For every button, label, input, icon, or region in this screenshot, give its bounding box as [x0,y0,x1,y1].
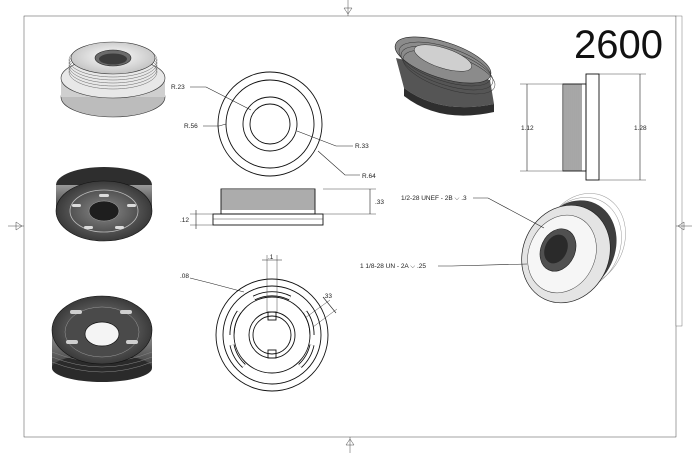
thread-lines [221,190,315,210]
thread-lines-vertical [564,84,582,171]
dim-033-slot: .33 [323,293,332,300]
iso-view-middle-left [55,167,153,242]
centering-mark-bottom [345,437,355,453]
iso-view-right [521,193,626,304]
dim-128-length: 1.28 [634,125,647,132]
thread-callouts: 1/2-28 UNEF - 2B ⌵ .3 1 1/8-28 UN - 2A ⌵… [360,195,545,270]
dim-012-flange: .12 [180,217,189,224]
iso-view-top-right [394,36,496,116]
iso-view-top-left [60,41,166,118]
iso-view-bottom-left [51,295,153,382]
front-view: R.23 R.56 R.33 R.64 [171,71,376,180]
right-side-view: 1.12 1.28 [520,73,647,181]
dim-r064: R.64 [362,173,376,180]
centering-mark-top [343,0,353,16]
drawing-number: 2600 [574,23,663,67]
back-view: .1 .08 .33 [180,254,338,392]
dim-008-slot: .08 [180,273,189,280]
dim-r023: R.23 [171,84,185,91]
callout-outer-thread: 1 1/8-28 UN - 2A ⌵ .25 [360,263,426,270]
dim-112-length: 1.12 [521,125,534,132]
sheet-border [8,0,692,453]
dim-033-height: .33 [375,199,384,206]
dim-r056: R.56 [184,123,198,130]
dim-r033: R.33 [355,143,369,150]
centering-mark-right [676,221,692,231]
callout-inner-thread: 1/2-28 UNEF - 2B ⌵ .3 [401,195,467,202]
side-view: .33 .12 [180,188,384,229]
dim-01-slot: .1 [268,254,274,261]
slots [229,291,315,368]
centering-mark-left [8,221,24,231]
